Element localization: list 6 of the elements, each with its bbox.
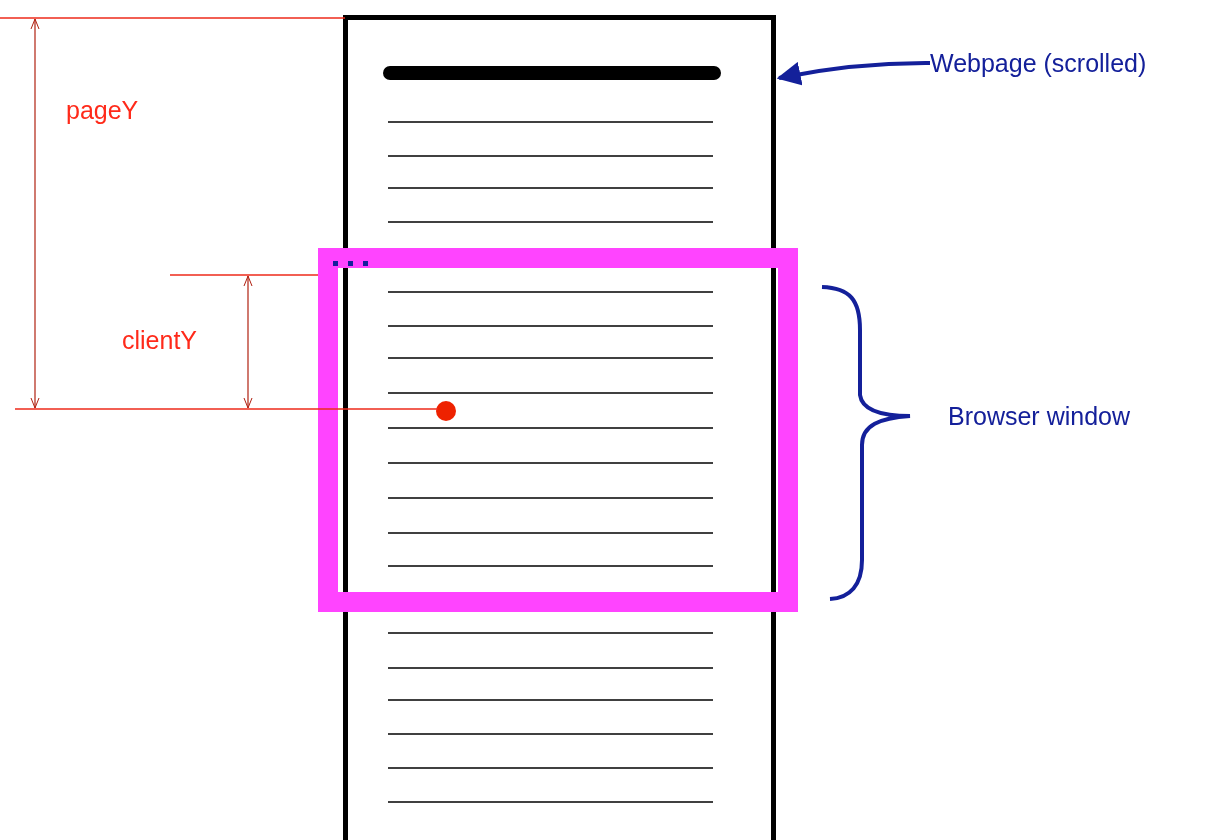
label-text: pageY: [66, 95, 139, 126]
label-text: clientY: [122, 325, 198, 356]
label-text: Browser window: [948, 401, 1130, 432]
arrow: [776, 61, 930, 86]
webpage-label: Webpage (scrolled): [930, 44, 1147, 82]
webpage-box: [343, 15, 776, 840]
